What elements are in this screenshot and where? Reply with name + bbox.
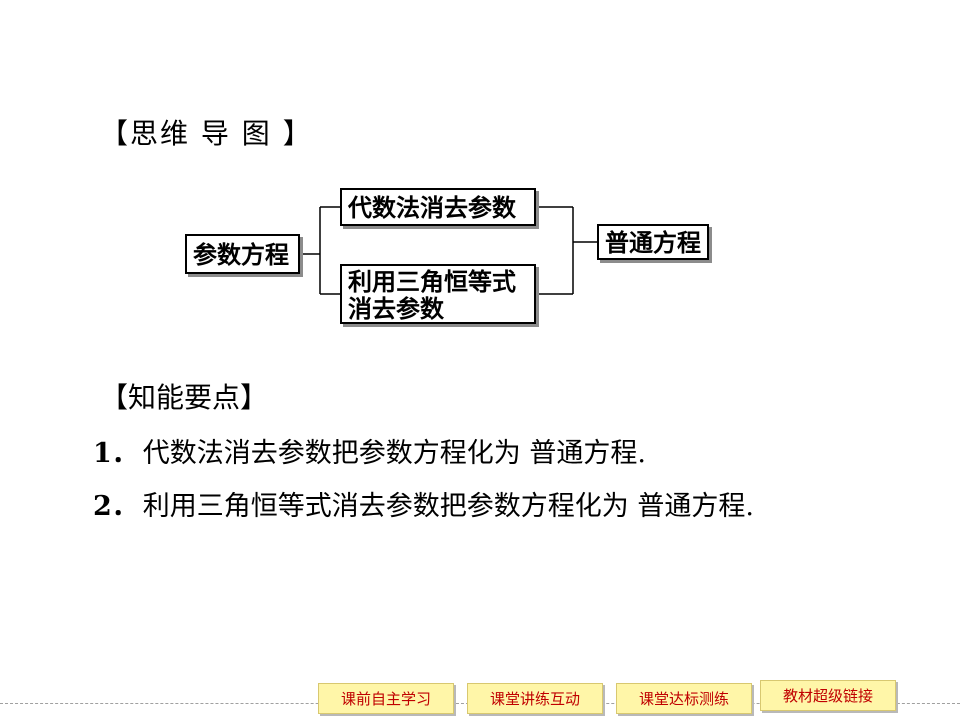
mindmap-branch-algebra-box: 代数法消去参数 bbox=[340, 188, 536, 226]
key-points-heading: 【知能要点】 bbox=[100, 381, 269, 414]
key-point-text: 利用三角恒等式消去参数把参数方程化为 普通方程. bbox=[142, 491, 754, 522]
key-point-item: 2．利用三角恒等式消去参数把参数方程化为 普通方程. bbox=[93, 490, 754, 524]
mindmap-heading: 【思维 导 图 】 bbox=[100, 117, 313, 150]
mindmap-branch-algebra-label: 代数法消去参数 bbox=[348, 193, 516, 222]
mindmap-root-label: 参数方程 bbox=[193, 240, 289, 269]
mindmap-target-label: 普通方程 bbox=[605, 228, 701, 257]
key-point-item: 1．代数法消去参数把参数方程化为 普通方程. bbox=[93, 437, 646, 471]
nav-button-self-study[interactable]: 课前自主学习 bbox=[318, 683, 454, 714]
mindmap-branch-trig-label: 利用三角恒等式消去参数 bbox=[348, 267, 516, 323]
mindmap-root-box: 参数方程 bbox=[185, 234, 300, 274]
key-point-text: 代数法消去参数把参数方程化为 普通方程. bbox=[142, 438, 646, 469]
nav-button-class-test[interactable]: 课堂达标测练 bbox=[616, 683, 752, 714]
key-point-number: 2． bbox=[93, 491, 139, 522]
nav-button-textbook-link[interactable]: 教材超级链接 bbox=[760, 680, 896, 711]
key-point-number: 1． bbox=[93, 438, 139, 469]
nav-button-class-interaction[interactable]: 课堂讲练互动 bbox=[467, 683, 603, 714]
mindmap-target-box: 普通方程 bbox=[597, 224, 709, 260]
mindmap-branch-trig-box: 利用三角恒等式消去参数 bbox=[340, 264, 536, 324]
